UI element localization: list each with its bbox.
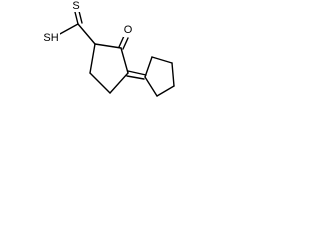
- bond-exo-double-b: [126, 75, 145, 80]
- bond-c1-c2: [94, 43, 122, 49]
- atom-label-ketone-o: O: [124, 24, 133, 36]
- bond-c-o-double-b: [122, 37, 129, 50]
- bond-c-sh: [57, 23, 79, 36]
- bond-c-s-double-a: [74, 11, 79, 25]
- bond-p3-p4: [171, 62, 175, 87]
- bond-c-o-double-a: [118, 35, 125, 48]
- bond-p5-p1: [144, 76, 158, 97]
- bond-c2-c3: [120, 47, 129, 74]
- bond-c5-c1: [89, 43, 96, 74]
- bond-c-s-double-b: [78, 10, 83, 24]
- bond-cs-c1: [77, 23, 96, 45]
- bond-p2-p3: [151, 56, 173, 64]
- bond-p1-p2: [144, 56, 153, 78]
- bond-exo-double-a: [127, 70, 147, 76]
- structure-diagram: S SH O: [43, 0, 175, 97]
- atom-label-thiol-sh: SH: [43, 32, 58, 44]
- bond-c3-c4: [109, 72, 129, 94]
- bond-c4-c5: [89, 72, 111, 94]
- atom-label-thione-s: S: [72, 0, 79, 12]
- bond-p4-p5: [156, 85, 175, 97]
